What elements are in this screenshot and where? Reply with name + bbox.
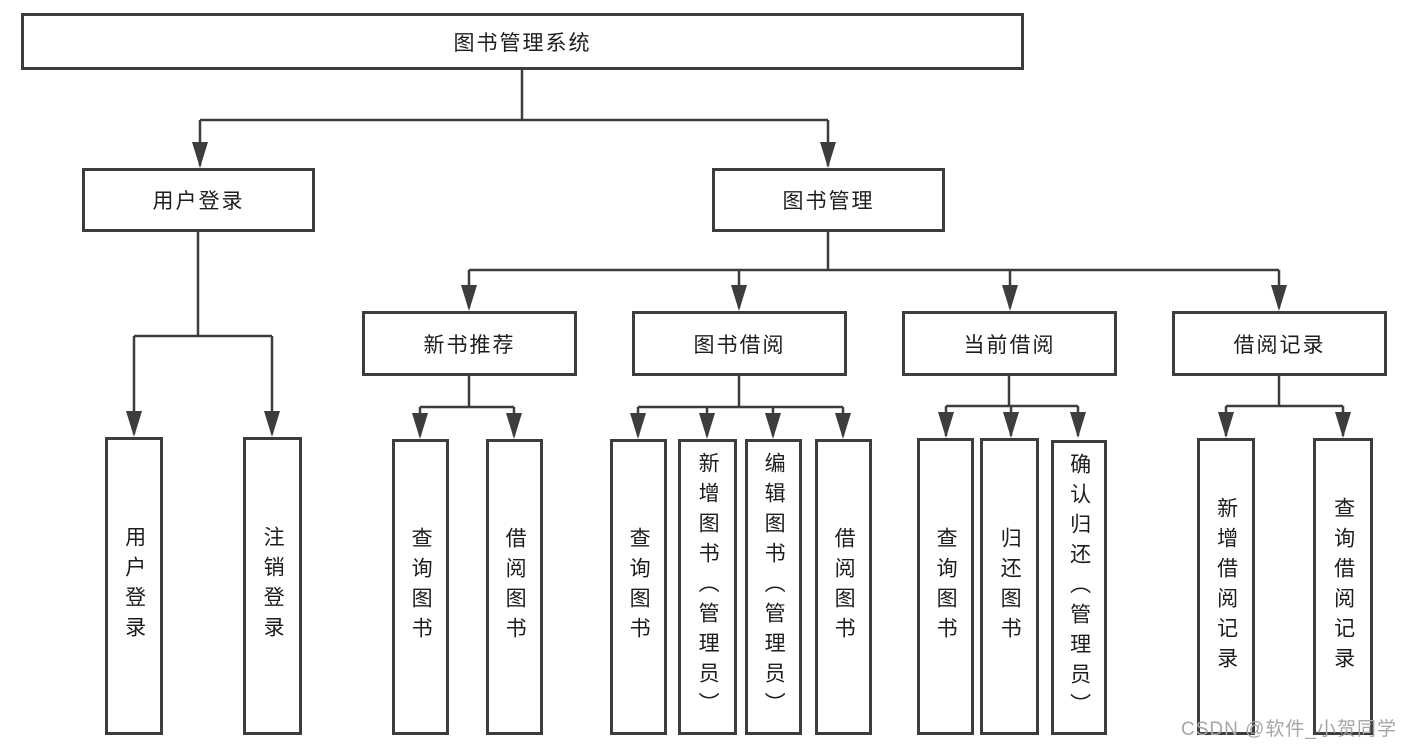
node-leaf-return-book: 归还图书 (980, 438, 1039, 735)
node-leaf-query-books-2: 查询图书 (610, 439, 667, 735)
node-leaf-add-borrow-record: 新增借阅记录 (1197, 438, 1255, 735)
node-book-borrowing: 图书借阅 (632, 311, 847, 376)
node-label: 图书借阅 (693, 333, 786, 357)
node-label: 借阅图书 (503, 527, 527, 647)
node-leaf-borrow-books-2: 借阅图书 (815, 439, 872, 735)
node-leaf-confirm-return-admin: 确认归还（管理员） (1051, 440, 1107, 735)
node-label: 归还图书 (998, 526, 1022, 647)
node-borrowing-records: 借阅记录 (1172, 311, 1387, 376)
node-label: 图书管理 (782, 190, 875, 213)
node-book-management: 图书管理 (712, 168, 945, 232)
csdn-watermark: CSDN @软件_小贺同学 (1181, 719, 1397, 740)
node-user-login: 用户登录 (82, 168, 315, 232)
node-label: 借阅记录 (1233, 333, 1326, 357)
node-leaf-add-book-admin: 新增图书（管理员） (678, 439, 737, 735)
node-current-borrowing: 当前借阅 (902, 311, 1117, 376)
node-label: 编辑图书（管理员） (762, 452, 786, 722)
node-label: 用户登录 (152, 190, 245, 213)
node-leaf-edit-book-admin: 编辑图书（管理员） (745, 439, 802, 735)
arrowhead-icons (126, 142, 1351, 439)
node-leaf-query-books-3: 查询图书 (917, 438, 974, 735)
node-label: 查询借阅记录 (1331, 496, 1355, 677)
node-label: 新增借阅记录 (1214, 496, 1238, 677)
node-library-management-system: 图书管理系统 (21, 13, 1024, 70)
node-label: 注销登录 (261, 526, 285, 646)
node-leaf-user-login: 用户登录 (105, 437, 163, 735)
node-label: 当前借阅 (963, 333, 1056, 357)
node-leaf-query-books: 查询图书 (392, 439, 449, 735)
node-label: 借阅图书 (832, 527, 856, 647)
node-label: 查询图书 (409, 527, 433, 647)
node-label: 用户登录 (122, 526, 146, 646)
node-label: 图书管理系统 (453, 31, 592, 55)
node-label: 查询图书 (934, 526, 958, 647)
node-leaf-borrow-books: 借阅图书 (486, 439, 543, 735)
node-leaf-query-borrow-record: 查询借阅记录 (1313, 438, 1373, 735)
node-label: 查询图书 (627, 527, 651, 647)
node-new-book-recommendation: 新书推荐 (362, 311, 577, 376)
node-label: 新增图书（管理员） (696, 452, 720, 722)
node-label: 新书推荐 (423, 333, 516, 357)
node-leaf-logout: 注销登录 (243, 437, 302, 735)
node-label: 确认归还（管理员） (1067, 452, 1091, 723)
